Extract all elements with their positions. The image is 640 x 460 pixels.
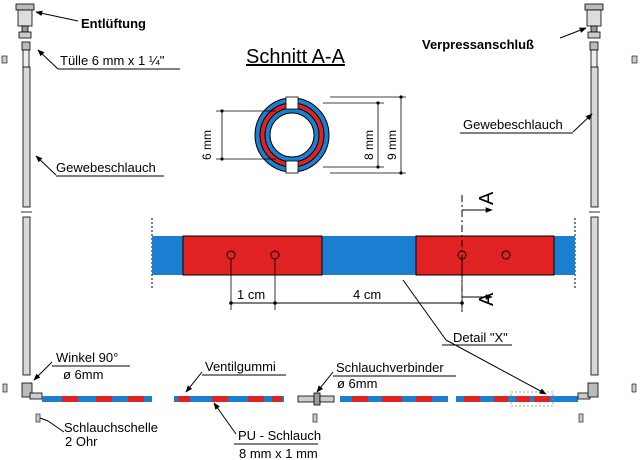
cross-section — [254, 96, 330, 174]
valve-icon — [15, 3, 35, 39]
label-gewebeschlauch-right: Gewebeschlauch — [463, 117, 563, 132]
section-line: A A — [461, 191, 498, 315]
nipple-icon — [1, 55, 8, 64]
label-detail-x: Detail "X" — [453, 330, 508, 345]
clamp-icon — [2, 383, 8, 393]
clamp-icon — [631, 383, 637, 393]
clamp-icon — [578, 413, 584, 423]
right-fabric-hose — [589, 66, 600, 376]
pu-hose-segment — [456, 396, 578, 402]
section-mark-top: A — [476, 191, 498, 205]
label-pu-schlauch-size: 8 mm x 1 mm — [239, 446, 318, 460]
section-mark-bottom: A — [476, 292, 498, 306]
label-gewebeschlauch-left: Gewebeschlauch — [56, 160, 156, 175]
bore — [269, 112, 315, 158]
dim-inner-label: 6 mm — [200, 130, 214, 160]
label-entlueftung: Entlüftung — [81, 16, 146, 31]
dim-small-label: 1 cm — [237, 287, 265, 302]
connector-icon — [297, 392, 335, 423]
label-tuelle: Tülle 6 mm x 1 ¼" — [60, 53, 165, 68]
pu-hose-segment — [42, 396, 152, 402]
valve-rubber-1 — [182, 235, 323, 276]
dim-middle-label: 8 mm — [362, 130, 376, 160]
dim-middle: 8 mm — [323, 101, 384, 169]
nipple-icon — [631, 55, 638, 64]
detail-hose — [151, 218, 576, 290]
elbow-icon — [577, 382, 599, 400]
left-fabric-hose — [21, 66, 32, 376]
nipple-icon — [21, 41, 31, 68]
label-ventilgummi: Ventilgummi — [205, 359, 276, 374]
label-winkel: Winkel 90° — [56, 350, 118, 365]
dim-outer: 9 mm — [330, 95, 406, 175]
section-title: Schnitt A-A — [246, 46, 346, 68]
label-verpressanschluss: Verpressanschluß — [422, 37, 534, 52]
valve-rubber-2 — [415, 235, 555, 276]
label-schlauchverbinder: Schlauchverbinder — [336, 360, 444, 375]
label-schlauchschelle-sub: 2 Ohr — [65, 434, 98, 449]
detail-x-marker — [510, 391, 554, 407]
label-schlauchschelle: Schlauchschelle — [64, 420, 158, 435]
valve-icon — [584, 3, 604, 39]
pu-hose-segment — [340, 396, 448, 402]
nipple-icon — [589, 41, 599, 68]
pu-hose-segment — [174, 396, 284, 402]
label-schlauchverbinder-size: ø 6mm — [337, 376, 377, 391]
label-winkel-size: ø 6mm — [63, 367, 103, 382]
elbow-icon — [21, 382, 43, 400]
dim-inner: 6 mm — [200, 109, 276, 161]
dim-outer-label: 9 mm — [385, 130, 399, 160]
label-pu-schlauch: PU - Schlauch — [238, 428, 321, 443]
dim-large-label: 4 cm — [353, 287, 381, 302]
spacing-dims: 1 cm 4 cm — [229, 259, 464, 310]
hole — [501, 250, 511, 260]
clamp-icon — [35, 413, 41, 423]
